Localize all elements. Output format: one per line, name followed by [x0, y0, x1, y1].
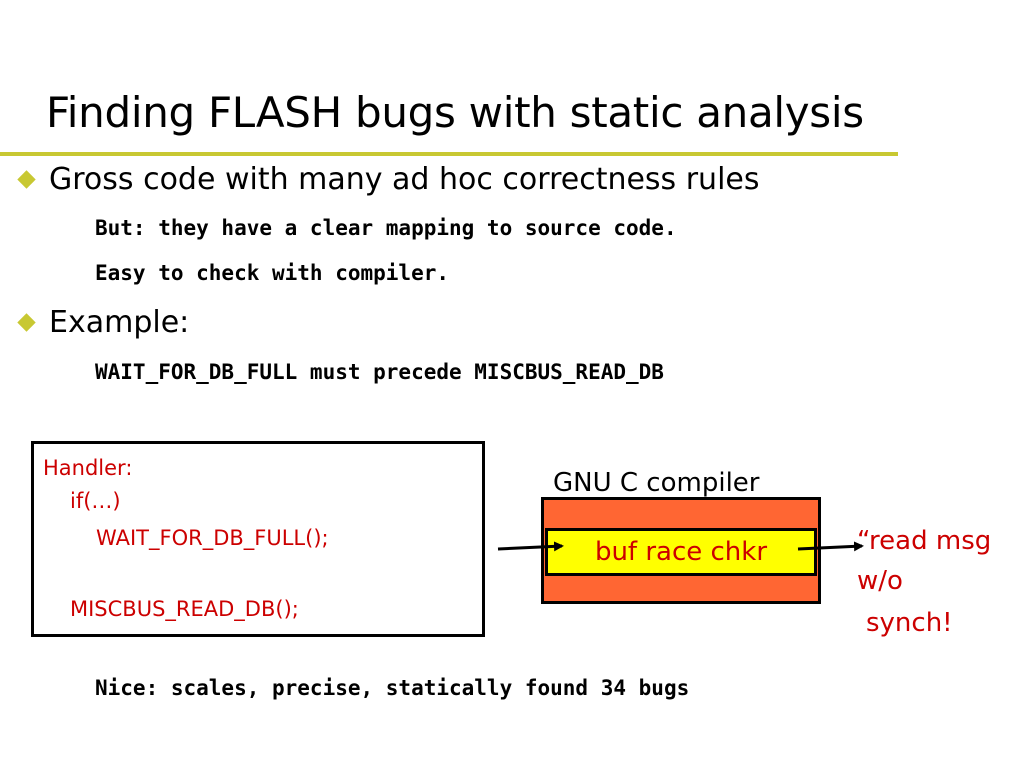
code-line-if: if(…) [70, 489, 121, 513]
title-underline [0, 152, 898, 156]
input-arrow [497, 541, 564, 552]
code-line-miscbus: MISCBUS_READ_DB(); [70, 597, 299, 621]
compiler-label: GNU C compiler [553, 468, 760, 498]
bullet-2-sub-1: WAIT_FOR_DB_FULL must precede MISCBUS_RE… [95, 360, 664, 384]
bullet-1: Gross code with many ad hoc correctness … [17, 162, 760, 197]
code-line-handler: Handler: [43, 456, 133, 480]
conclusion-text: Nice: scales, precise, statically found … [95, 676, 690, 700]
code-line-wait: WAIT_FOR_DB_FULL(); [96, 526, 329, 550]
bullet-1-sub-2: Easy to check with compiler. [95, 261, 450, 285]
result-line-3: synch! [866, 608, 953, 638]
slide-title: Finding FLASH bugs with static analysis [46, 88, 864, 137]
bullet-1-text: Gross code with many ad hoc correctness … [49, 162, 760, 197]
checker-box: buf race chkr [545, 528, 817, 576]
handler-code-box: Handler: if(…) WAIT_FOR_DB_FULL(); MISCB… [31, 441, 485, 637]
output-arrow [797, 541, 864, 552]
result-line-1: “read msg [857, 526, 992, 556]
result-line-2: w/o [857, 566, 903, 596]
bullet-2: Example: [17, 305, 190, 340]
bullet-1-sub-1: But: they have a clear mapping to source… [95, 216, 677, 240]
bullet-2-text: Example: [49, 305, 190, 340]
